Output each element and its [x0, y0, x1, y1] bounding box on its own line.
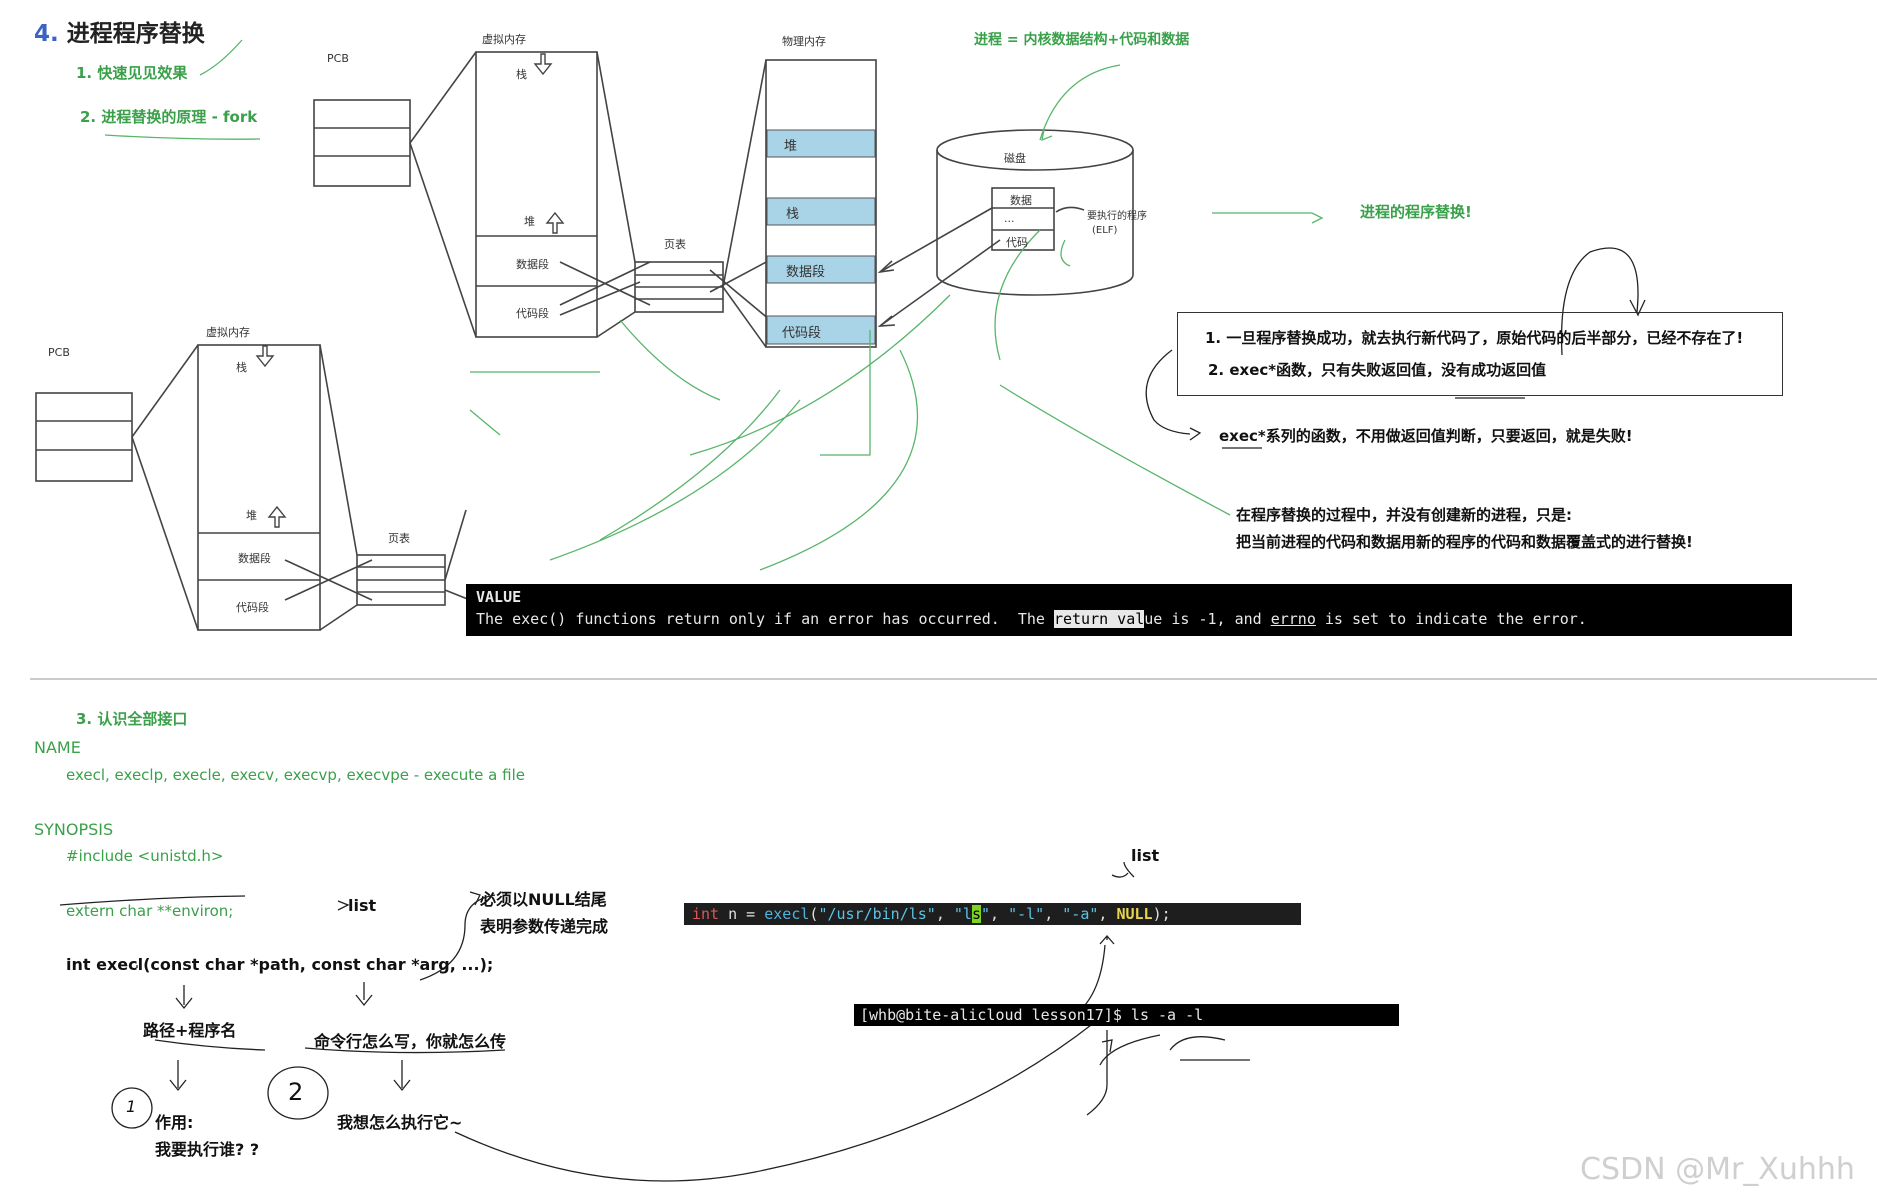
- code-n-eq: n =: [719, 905, 765, 923]
- vm-stack-label-bottom: 栈: [236, 361, 247, 374]
- null-terminator-note-2: 表明参数传递完成: [480, 917, 609, 936]
- phys-stack-block: [766, 197, 876, 226]
- who-to-exec-note: 我要执行谁? ?: [155, 1140, 260, 1159]
- elf-label: (ELF): [1092, 225, 1118, 236]
- code-str-ls-a: "l: [953, 905, 972, 923]
- man-include-line: #include <unistd.h>: [66, 847, 224, 865]
- virtual-memory-bottom: [197, 344, 321, 631]
- man-synopsis-heading: SYNOPSIS: [34, 820, 114, 839]
- no-new-process-note-2: 把当前进程的代码和数据用新的程序的代码和数据覆盖式的进行替换!: [1236, 533, 1693, 551]
- page-table-label-bottom: 页表: [388, 532, 410, 545]
- virtual-memory-label-bottom: 虚拟内存: [206, 326, 250, 339]
- execl-code-line: int n = execl("/usr/bin/ls", "ls", "-l",…: [684, 903, 1301, 925]
- phys-data-block: [766, 255, 876, 284]
- man-value-line: The exec() functions return only if an e…: [476, 610, 1587, 628]
- code-str-ls-cursor: s: [971, 905, 981, 923]
- vm-data-label-bottom: 数据段: [238, 552, 271, 565]
- man-value-errno: errno: [1270, 610, 1316, 628]
- vm-code-label-top: 代码段: [516, 307, 549, 320]
- phys-memory-label: 物理内存: [782, 35, 826, 48]
- man-name-line: execl, execlp, execle, execv, execvp, ex…: [66, 766, 525, 784]
- program-to-exec-label: 要执行的程序: [1087, 211, 1147, 222]
- phys-data-label: 数据段: [786, 265, 826, 280]
- code-close: );: [1152, 905, 1171, 923]
- item-quick-demo: 1. 快速见见效果: [76, 64, 188, 82]
- vm-data-label-top: 数据段: [516, 258, 549, 271]
- item-principle: 2. 进程替换的原理 - fork: [80, 108, 258, 126]
- circle-number-2: 2: [288, 1078, 304, 1106]
- man-value-heading: VALUE: [476, 588, 522, 606]
- code-open-paren: (: [809, 905, 819, 923]
- list-note-right: list: [1131, 846, 1160, 865]
- section-number: 4.: [34, 21, 59, 47]
- page-table-label-top: 页表: [664, 238, 686, 251]
- phys-heap-label: 堆: [784, 139, 798, 154]
- shell-prompt: [whb@bite-alicloud lesson17]$ ls -a -l: [854, 1004, 1399, 1026]
- man-value-mid: ue is -1, and: [1144, 610, 1271, 628]
- section-title: 4. 进程程序替换: [34, 14, 205, 48]
- program-replacement-note: 进程的程序替换!: [1360, 203, 1472, 221]
- virtual-memory-label-top: 虚拟内存: [482, 33, 526, 46]
- disk-code-label: 代码: [1006, 236, 1028, 249]
- section-title-text: 进程程序替换: [66, 21, 205, 47]
- physical-memory: [765, 59, 877, 348]
- man-name-heading: NAME: [34, 738, 81, 757]
- pcb-box-top: [313, 99, 411, 187]
- code-comma-4: ,: [1098, 905, 1117, 923]
- code-comma-1: ,: [935, 905, 954, 923]
- circle-number-1: 1: [126, 1097, 137, 1116]
- vm-heap-label-bottom: 堆: [246, 509, 257, 522]
- execl-prototype: int execl(const char *path, const char *…: [66, 955, 494, 974]
- key-point-2: 2. exec*函数，只有失败返回值，没有成功返回值: [1208, 361, 1547, 379]
- virtual-memory-top: [475, 51, 598, 338]
- no-new-process-note-1: 在程序替换的过程中，并没有创建新的进程，只是:: [1236, 506, 1573, 524]
- arg-write-note: 命令行怎么写，你就怎么传: [314, 1032, 507, 1051]
- man-value-terminal: VALUE The exec() functions return only i…: [466, 584, 1792, 636]
- list-note-left: list: [348, 896, 377, 915]
- vm-stack-label-top: 栈: [516, 68, 527, 81]
- disk-cylinder: [936, 150, 1134, 296]
- disk-dots-label: ...: [1004, 212, 1015, 225]
- vm-code-label-bottom: 代码段: [236, 601, 269, 614]
- phys-code-block: [766, 315, 876, 345]
- code-comma-3: ,: [1044, 905, 1063, 923]
- disk-label: 磁盘: [1004, 152, 1026, 165]
- code-str-ls-c: ": [981, 905, 991, 923]
- phys-heap-block: [766, 129, 876, 158]
- code-comma-2: ,: [990, 905, 1009, 923]
- pcb-box-bottom: [35, 392, 133, 482]
- null-terminator-note-1: 必须以NULL结尾: [480, 890, 607, 909]
- man-environ-line: extern char **environ;: [66, 902, 234, 920]
- phys-stack-label: 栈: [786, 207, 800, 222]
- code-null: NULL: [1116, 905, 1153, 923]
- man-value-pre: The exec() functions return only if an e…: [476, 610, 1054, 628]
- code-fn-execl: execl: [764, 905, 810, 923]
- code-kw-int: int: [692, 905, 720, 923]
- process-definition-note: 进程 = 内核数据结构+代码和数据: [974, 32, 1190, 48]
- csdn-watermark: CSDN @Mr_Xuhhh: [1580, 1152, 1855, 1187]
- phys-code-label: 代码段: [782, 326, 822, 341]
- item-all-interfaces: 3. 认识全部接口: [76, 710, 188, 728]
- vm-heap-label-top: 堆: [524, 215, 535, 228]
- exec-fail-note: exec*系列的函数，不用做返回值判断，只要返回，就是失败!: [1219, 427, 1633, 445]
- man-value-highlight: return val: [1053, 610, 1145, 628]
- code-str-l: "-l": [1008, 905, 1045, 923]
- code-str-a: "-a": [1062, 905, 1099, 923]
- pcb-label-top: PCB: [327, 52, 349, 65]
- key-point-1: 1. 一旦程序替换成功，就去执行新代码了，原始代码的后半部分，已经不存在了!: [1205, 329, 1744, 347]
- disk-data-label: 数据: [1010, 194, 1032, 207]
- pcb-label-bottom: PCB: [48, 346, 70, 359]
- code-str-path: "/usr/bin/ls": [818, 905, 936, 923]
- role-note: 作用:: [155, 1113, 194, 1132]
- man-value-post: is set to indicate the error.: [1315, 610, 1587, 628]
- key-points-box: 1. 一旦程序替换成功，就去执行新代码了，原始代码的后半部分，已经不存在了! 2…: [1177, 312, 1783, 396]
- how-to-exec-note: 我想怎么执行它~: [337, 1113, 463, 1132]
- path-program-note: 路径+程序名: [143, 1021, 237, 1040]
